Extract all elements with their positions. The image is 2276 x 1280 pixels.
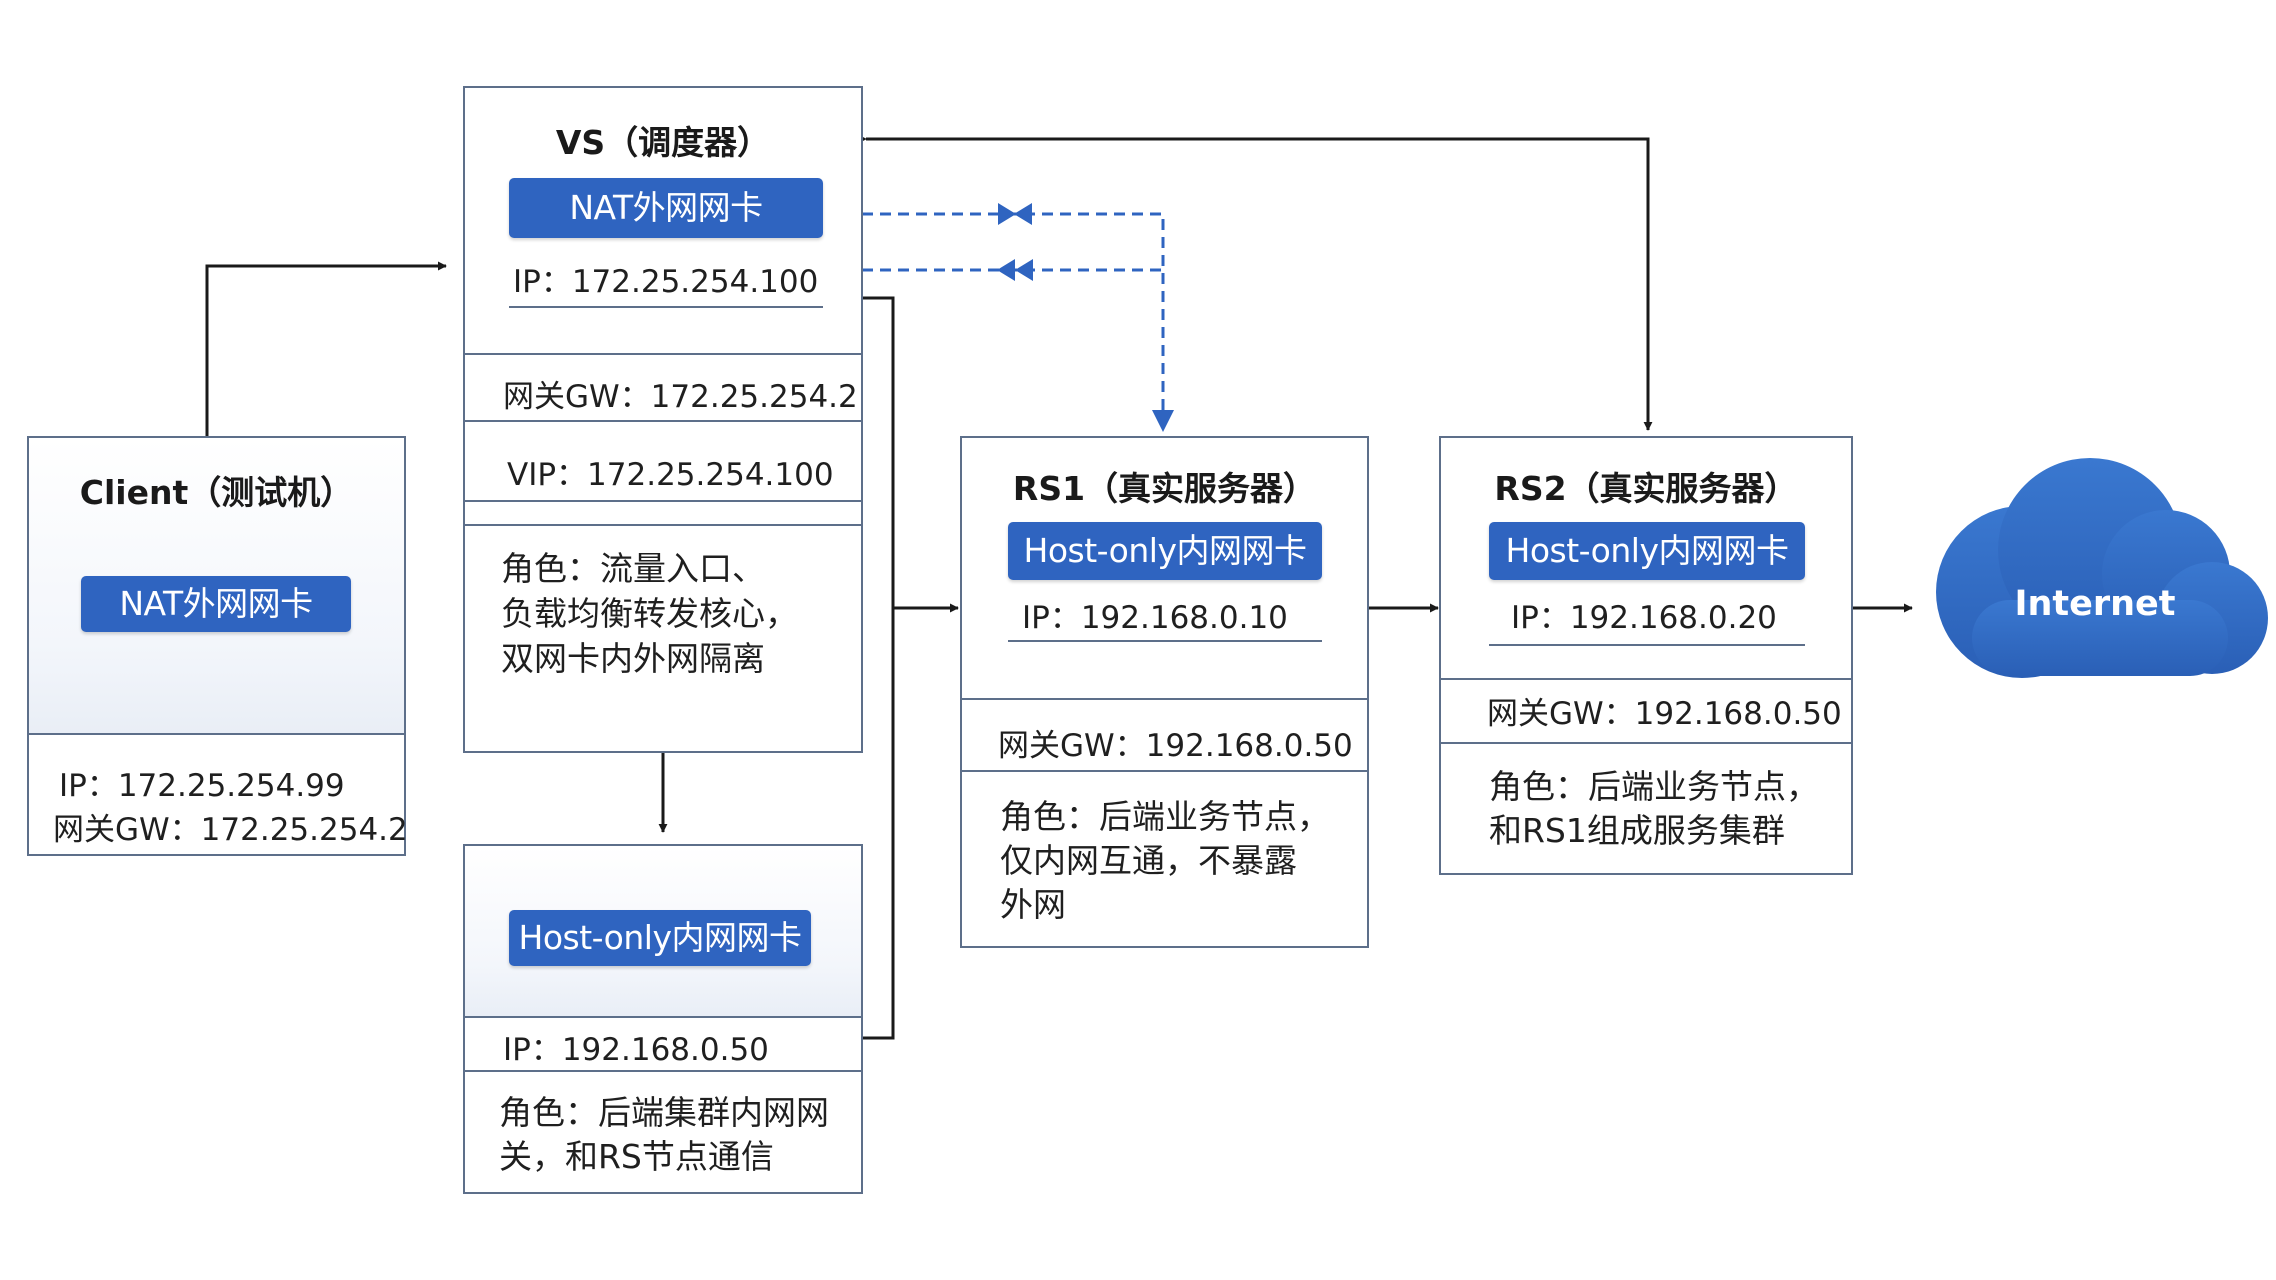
- bowtie-marker-lower: [997, 259, 1033, 281]
- client-nic-badge: NAT外网网卡: [81, 576, 351, 632]
- vs-nat-nic-badge: NAT外网网卡: [509, 178, 823, 238]
- rs2-gateway: 网关GW：192.168.0.50: [1487, 696, 1842, 732]
- rs1-role-line-3: 外网: [1000, 885, 1066, 924]
- internet-label: Internet: [2014, 584, 2176, 624]
- client-title: Client（测试机）: [79, 473, 354, 512]
- divider: [29, 733, 404, 735]
- rs1-role-line-2: 仅内网互通，不暴露: [1000, 841, 1297, 880]
- client-gateway: 网关GW：172.25.254.2: [53, 812, 408, 848]
- divider: [465, 420, 861, 422]
- dashed-arrowhead-down: [1152, 410, 1174, 432]
- client-header: Client（测试机） NAT外网网卡: [29, 438, 404, 733]
- vs-hostonly-nic-badge: Host-only内网网卡: [509, 910, 811, 966]
- rs1-role-line-1: 角色：后端业务节点，: [1000, 797, 1330, 836]
- rs1-gateway: 网关GW：192.168.0.50: [998, 728, 1353, 764]
- rs2-title: RS2（真实服务器）: [1494, 469, 1798, 508]
- vs-hostonly-header: Host-only内网网卡: [465, 846, 861, 1016]
- rs1-box: RS1（真实服务器） Host-only内网网卡 IP：192.168.0.10…: [960, 436, 1369, 948]
- vs-gateway: 网关GW：172.25.254.2: [503, 379, 858, 415]
- rs1-ip-underline: [1008, 640, 1322, 642]
- divider: [1441, 678, 1851, 680]
- arrow-client-to-vs: [205, 261, 447, 436]
- vs-role-line-3: 双网卡内外网隔离: [501, 639, 765, 678]
- rs2-ip-underline: [1489, 644, 1805, 646]
- divider: [962, 698, 1367, 700]
- rs2-box: RS2（真实服务器） Host-only内网网卡 IP：192.168.0.20…: [1439, 436, 1853, 875]
- bracket-vs-internal: [862, 296, 895, 1040]
- rs2-role-line-2: 和RS1组成服务集群: [1489, 811, 1785, 850]
- rs1-ip: IP：192.168.0.10: [1022, 600, 1288, 636]
- dashed-link-vs-to-rs1: [862, 212, 1165, 420]
- rs2-ip: IP：192.168.0.20: [1511, 600, 1777, 636]
- divider: [465, 1016, 861, 1018]
- divider: [465, 1070, 861, 1072]
- client-ip: IP：172.25.254.99: [59, 768, 345, 804]
- vs-title: VS（调度器）: [555, 123, 771, 162]
- divider: [1441, 742, 1851, 744]
- vs-hostonly-box: Host-only内网网卡 IP：192.168.0.50 角色：后端集群内网网…: [463, 844, 863, 1194]
- vs-box: VS（调度器） NAT外网网卡 IP：172.25.254.100 网关GW：1…: [463, 86, 863, 753]
- vs-ip-underline: [509, 306, 823, 308]
- rs1-nic-badge: Host-only内网网卡: [1008, 522, 1322, 580]
- rs1-title: RS1（真实服务器）: [1012, 469, 1317, 508]
- rs2-nic-badge: Host-only内网网卡: [1489, 522, 1805, 580]
- client-box: Client（测试机） NAT外网网卡 IP：172.25.254.99 网关G…: [27, 436, 408, 856]
- vs-hostonly-ip: IP：192.168.0.50: [503, 1032, 769, 1068]
- vs-vip: VIP：172.25.254.100: [507, 457, 834, 493]
- vs-role-line-1: 角色：流量入口、: [501, 549, 765, 588]
- divider: [465, 500, 861, 502]
- vs-nat-ip: IP：172.25.254.100: [513, 264, 819, 300]
- rs2-role-line-1: 角色：后端业务节点，: [1489, 767, 1819, 806]
- divider: [465, 524, 861, 526]
- divider: [962, 770, 1367, 772]
- vs-hostonly-role-line-1: 角色：后端集群内网网: [499, 1093, 829, 1132]
- divider: [465, 353, 861, 355]
- vs-role-line-2: 负载均衡转发核心，: [501, 594, 798, 633]
- internet-cloud-icon: [1936, 458, 2268, 678]
- vs-hostonly-role-line-2: 关，和RS节点通信: [499, 1137, 774, 1176]
- arrow-rs2-vs-bidirectional: [857, 134, 1653, 431]
- bowtie-marker-upper: [998, 203, 1032, 225]
